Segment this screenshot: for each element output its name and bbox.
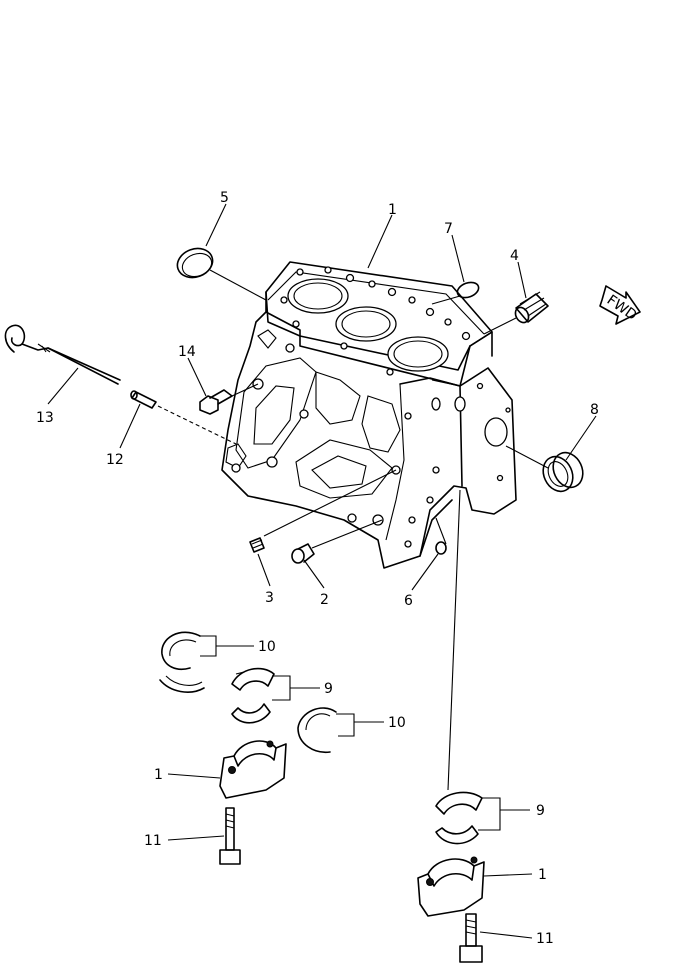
main-bearing-cap-right <box>417 856 485 917</box>
thrust-washer-middle-pair <box>297 707 337 753</box>
cylinder-block <box>221 261 517 569</box>
part-5-cap-plug <box>176 247 214 279</box>
callout-numbers: 1 5 7 4 8 14 13 12 3 2 6 10 9 10 1 11 9 … <box>36 190 599 947</box>
callout-10-lower: 10 <box>388 715 406 731</box>
part-6-plug <box>435 541 447 555</box>
callout-9-lower: 9 <box>536 803 545 819</box>
callout-14: 14 <box>178 344 196 360</box>
part-13-dipstick <box>4 324 121 385</box>
main-bearing-upper-pair <box>231 667 275 724</box>
callout-1-cap-right: 1 <box>538 867 547 883</box>
callout-1-block: 1 <box>388 202 397 218</box>
cap-bolt-right <box>459 913 483 963</box>
callout-11-left: 11 <box>144 833 162 849</box>
callout-6: 6 <box>404 593 413 609</box>
callout-4: 4 <box>510 248 519 264</box>
callout-13: 13 <box>36 410 54 426</box>
main-bearing-lower-pair <box>435 791 483 845</box>
callout-12: 12 <box>106 452 124 468</box>
part-12-pin <box>130 390 157 409</box>
part-2-plug <box>291 543 315 564</box>
callout-7: 7 <box>444 221 453 237</box>
callout-leaders <box>47 203 597 939</box>
callout-5: 5 <box>220 190 229 206</box>
callout-11-right: 11 <box>536 931 554 947</box>
part-8-bushing <box>542 451 584 493</box>
alignment-lines <box>157 269 549 791</box>
callout-3: 3 <box>265 590 274 606</box>
callout-9-upper: 9 <box>324 681 333 697</box>
cap-bolt-left <box>219 807 241 865</box>
thrust-washer-upper-pair <box>159 631 205 693</box>
main-bearing-cap-left <box>219 740 287 799</box>
fwd-label: FWD <box>604 292 640 324</box>
callout-10-upper: 10 <box>258 639 276 655</box>
callout-1-cap-left: 1 <box>154 767 163 783</box>
part-14-drain-plug <box>199 389 233 415</box>
part-3-plug <box>249 537 265 553</box>
callout-2: 2 <box>320 592 329 608</box>
part-4-plug <box>514 291 549 324</box>
part-7-plug <box>456 281 480 299</box>
callout-8: 8 <box>590 402 599 418</box>
fwd-arrow-icon: FWD <box>599 285 641 325</box>
